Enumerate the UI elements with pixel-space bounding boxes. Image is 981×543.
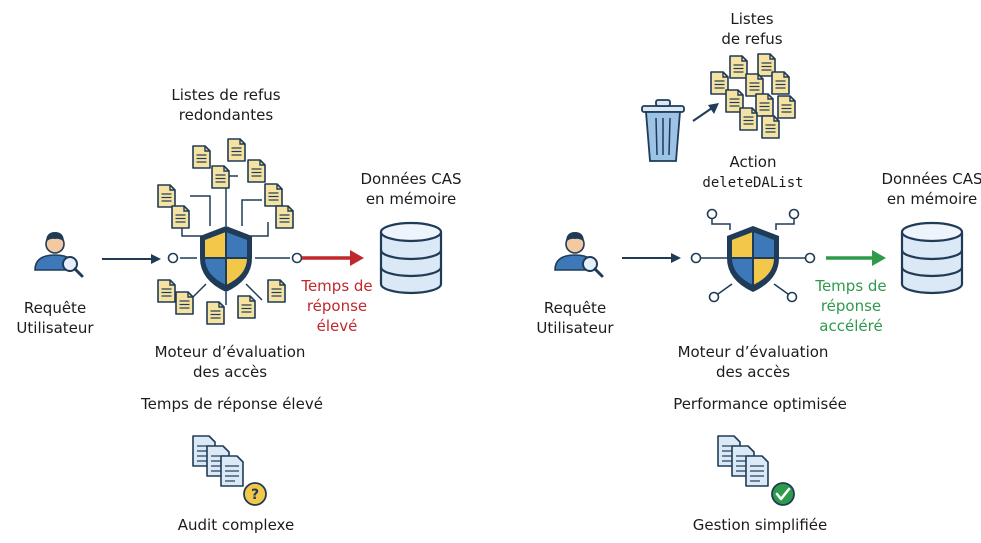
- right-shield-icon: [726, 225, 780, 293]
- right-status-label: Performance optimisée: [673, 395, 847, 413]
- right-action-label: Action: [730, 153, 777, 171]
- left-shield-icon: [199, 225, 253, 293]
- left-status-label: Temps de réponse élevé: [140, 395, 323, 413]
- left-audit-label: Audit complexe: [178, 516, 294, 534]
- right-response-arrow: [826, 250, 886, 266]
- right-data-label: en mémoire: [887, 190, 977, 208]
- right-lists-label: Listes: [730, 10, 773, 28]
- left-lists-label: Listes de refus: [171, 86, 280, 104]
- right-request-arrow: [622, 253, 681, 263]
- check-icon: [775, 487, 791, 501]
- left-request-arrow: [102, 254, 161, 264]
- right-database-icon: [900, 221, 964, 295]
- left-response-arrow: [302, 250, 364, 266]
- left-response-label: Temps de: [300, 277, 372, 295]
- right-action-code: deleteDAList: [702, 175, 803, 191]
- right-response-label: réponse: [821, 297, 881, 315]
- left-engine-label: Moteur d’évaluation: [155, 343, 306, 361]
- right-user-label: Utilisateur: [536, 319, 614, 337]
- right-deny-list-docs: [710, 53, 796, 139]
- right-lists-label: de refus: [721, 30, 782, 48]
- left-response-label: réponse: [307, 297, 367, 315]
- left-response-label: élevé: [317, 317, 358, 335]
- right-user-icon: [553, 230, 604, 278]
- right-response-label: accéléré: [819, 317, 882, 335]
- right-management-label: Gestion simplifiée: [693, 516, 828, 534]
- left-audit-icon: ?: [192, 435, 267, 506]
- right-engine-label: Moteur d’évaluation: [678, 343, 829, 361]
- left-data-label: en mémoire: [366, 190, 456, 208]
- right-engine-label: des accès: [716, 363, 790, 381]
- right-management-icon: [717, 435, 795, 506]
- left-lists-label: redondantes: [179, 106, 274, 124]
- left-circuit-nodes: [167, 252, 303, 264]
- right-response-label: Temps de: [814, 277, 886, 295]
- left-data-label: Données CAS: [360, 170, 461, 188]
- right-circuit-lines: [700, 218, 806, 295]
- left-user-label: Utilisateur: [16, 319, 94, 337]
- left-user-icon: [33, 230, 84, 278]
- right-circuit-nodes: [690, 208, 816, 303]
- left-engine-label: des accès: [193, 363, 267, 381]
- left-user-label: Requête: [24, 299, 86, 317]
- trash-icon: [641, 99, 685, 162]
- right-user-label: Requête: [544, 299, 606, 317]
- question-icon: ?: [251, 487, 259, 503]
- right-delete-arrow: [692, 103, 719, 122]
- right-data-label: Données CAS: [881, 170, 981, 188]
- left-database-icon: [379, 221, 443, 295]
